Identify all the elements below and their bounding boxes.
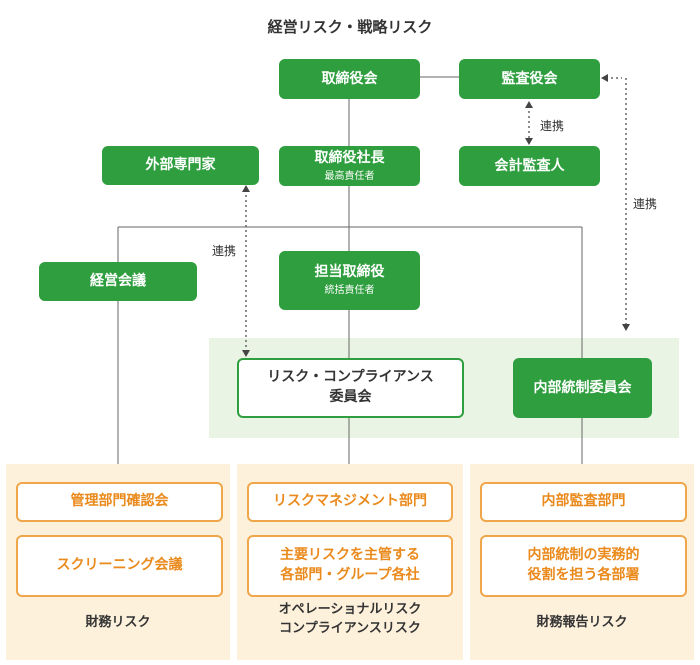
- president-sub-label: 最高責任者: [324, 170, 375, 182]
- risk-compliance-committee-label-line1: リスク・コンプライアンス: [267, 369, 434, 386]
- officer-in-charge-sub-label: 統括責任者: [324, 285, 375, 297]
- internal-control-committee-node: 内部統制委員会: [513, 358, 652, 418]
- finance-risk-label: 財務リスク: [85, 615, 151, 630]
- link-label-audit-accountant: 連携: [540, 119, 565, 133]
- board-of-directors-node: 取締役会: [279, 59, 420, 99]
- operational-risk-label-line1: オペレーショナルリスク: [278, 602, 422, 617]
- accounting-auditor-node: 会計監査人: [459, 146, 600, 186]
- audit-board-node: 監査役会: [459, 59, 600, 99]
- risk-compliance-committee-label-line2: 委員会: [329, 389, 372, 405]
- management-meeting-node: 経営会議: [39, 262, 197, 301]
- risk-compliance-committee-node: リスク・コンプライアンス 委員会: [237, 358, 464, 418]
- audit-board-label: 監査役会: [501, 70, 558, 87]
- internal-audit-dept-box: 内部監査部門: [480, 482, 687, 522]
- link-label-audit-internal-control: 連携: [633, 197, 658, 211]
- president-label: 取締役社長: [314, 149, 385, 166]
- diagram-title: 経営リスク・戦略リスク: [267, 18, 433, 36]
- accounting-auditor-label: 会計監査人: [494, 157, 565, 174]
- reporting-risk-label: 財務報告リスク: [536, 615, 628, 630]
- officer-in-charge-node: 担当取締役 統括責任者: [279, 251, 420, 310]
- management-dept-review-box: 管理部門確認会: [16, 482, 223, 522]
- internal-control-depts-box: 内部統制の実務的 役割を担う各部署: [480, 535, 687, 597]
- screening-meeting-box: スクリーニング会議: [16, 535, 223, 597]
- compliance-risk-label-line2: コンプライアンスリスク: [279, 620, 421, 636]
- link-label-experts-committee: 連携: [212, 244, 237, 258]
- external-experts-label: 外部専門家: [145, 157, 216, 174]
- main-risk-departments-box: 主要リスクを主管する 各部門・グループ各社: [247, 535, 453, 597]
- internal-control-committee-label: 内部統制委員会: [533, 379, 632, 396]
- board-of-directors-label: 取締役会: [321, 70, 378, 87]
- president-node: 取締役社長 最高責任者: [279, 146, 420, 186]
- external-experts-node: 外部専門家: [102, 146, 259, 185]
- operational-risk-label: オペレーショナルリスク コンプライアンスリスク: [237, 601, 463, 639]
- risk-management-dept-box: リスクマネジメント部門: [247, 482, 453, 522]
- officer-in-charge-label: 担当取締役: [314, 264, 385, 281]
- management-meeting-label: 経営会議: [90, 273, 146, 290]
